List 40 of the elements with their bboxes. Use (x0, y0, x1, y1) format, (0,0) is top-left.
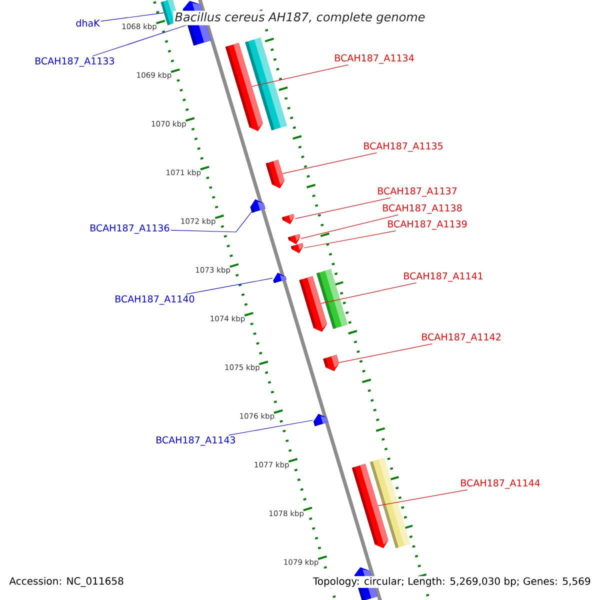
leader-line (320, 282, 417, 304)
gene-label: BCAH187_A1136 (90, 224, 170, 234)
leader-line (186, 278, 273, 294)
gene-block (273, 272, 287, 284)
leader-line (338, 344, 433, 363)
title: Bacillus cereus AH187, complete genome (173, 10, 427, 26)
gene-label: BCAH187_A1143 (156, 436, 236, 446)
gene-block (282, 214, 294, 224)
gene-bar (316, 269, 348, 329)
leader-line (170, 212, 252, 232)
gene-label: BCAH187_A1134 (335, 54, 414, 64)
gene-block (323, 354, 340, 372)
gene-block (290, 242, 304, 254)
gene-bar (370, 458, 410, 548)
gene-label: BCAH187_A1140 (116, 295, 194, 305)
leader-line (294, 198, 391, 219)
leader-line (252, 64, 349, 87)
footer-text: Topology: circular; Length: 5,269,030 bp; Genes: 5,569 (312, 576, 592, 588)
gene-block (250, 199, 266, 213)
gene-label: BCAH187_A1138 (383, 204, 462, 214)
leader-line (304, 230, 396, 248)
gene-bar (245, 38, 287, 130)
gene-label: BCAH187_A1133 (36, 57, 114, 67)
leader-line (282, 152, 378, 174)
gene-label: BCAH187_A1137 (378, 187, 457, 197)
footer-text: Accession: NC_011658 (9, 577, 124, 587)
gene-label: BCAH187_A1144 (461, 479, 540, 489)
leader-line (228, 420, 314, 436)
leader-line (100, 12, 164, 22)
gene-label: BCAH187_A1139 (388, 220, 467, 230)
gene-block (266, 160, 285, 188)
gene-label: dhaK (76, 19, 100, 27)
gene-block (288, 234, 300, 244)
gene-label: BCAH187_A1141 (404, 272, 482, 282)
gene-block (313, 414, 328, 426)
gene-label: BCAH187_A1142 (422, 333, 500, 343)
leader-line (92, 24, 188, 56)
leader-line (378, 490, 468, 506)
leader-line (300, 214, 399, 239)
gene-label: BCAH187_A1135 (364, 142, 443, 152)
